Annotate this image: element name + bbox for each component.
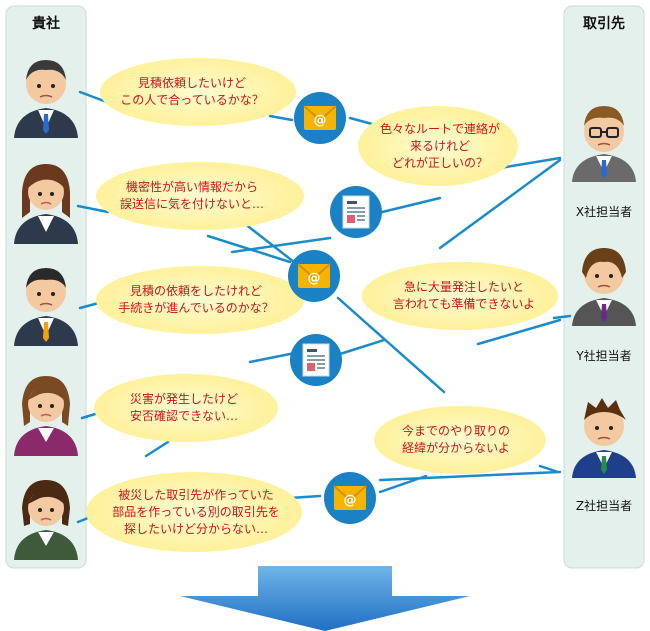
connection-line bbox=[348, 116, 374, 126]
bubble: 急に大量発注したいと 言われても準備できないよ bbox=[362, 262, 558, 330]
bubble-text: 災害が発生したけど bbox=[130, 391, 238, 406]
email-icon: @ bbox=[294, 92, 346, 144]
connection-line bbox=[76, 204, 110, 214]
email-icon: @ bbox=[288, 250, 340, 302]
bubble: 見積依頼したいけど この人で合っているかな？ bbox=[100, 58, 296, 126]
connection-line bbox=[378, 470, 562, 482]
connection-line bbox=[288, 494, 322, 500]
document-icon bbox=[330, 186, 382, 238]
bubble-text: 見積の依頼をしたけれど bbox=[130, 283, 262, 298]
bubble-text: 部品を作っている別の取引先を bbox=[112, 504, 279, 519]
bubble: 被災した取引先が作っていた 部品を作っている別の取引先を 探したいけど分からない… bbox=[86, 472, 302, 552]
bubble-text: 急に大量発注したいと bbox=[404, 279, 524, 294]
bubbles: 見積依頼したいけど この人で合っているかな？ 機密性が高い情報だから 誤送信に気… bbox=[86, 58, 558, 552]
bubble: 見積の依頼をしたけれど 手続きが進んでいるのかな？ bbox=[96, 266, 304, 334]
person-avatar bbox=[14, 164, 78, 244]
bubble: 今までのやり取りの 経緯が分からないよ bbox=[374, 406, 546, 474]
client-label-y: Y社担当者 bbox=[575, 348, 631, 363]
bubble-text: 言われても準備できないよ bbox=[393, 296, 535, 311]
connection-line bbox=[268, 114, 294, 122]
bubble-text: 経緯が分からないよ bbox=[402, 440, 510, 455]
person-avatar bbox=[14, 268, 78, 346]
connection-line bbox=[230, 236, 332, 254]
left-panel-title: 貴社 bbox=[32, 15, 60, 32]
bubble-text: 色々なルートで連絡が bbox=[380, 121, 500, 136]
connection-line bbox=[476, 318, 562, 346]
email-icon: @ bbox=[324, 472, 376, 524]
person-avatar bbox=[572, 248, 636, 326]
client-label-z: Z社担当者 bbox=[576, 498, 632, 513]
bubble-text: 安否確認できない… bbox=[130, 408, 238, 423]
person-avatar bbox=[572, 398, 636, 478]
svg-text:@: @ bbox=[344, 493, 357, 508]
bubble-text: 機密性が高い情報だから bbox=[126, 179, 258, 194]
connection-line bbox=[498, 156, 562, 170]
bubble-text: 被災した取引先が作っていた bbox=[118, 487, 273, 502]
bubble-text: 誤送信に気を付けないと… bbox=[120, 196, 264, 211]
bubble-text: どれが正しいの？ bbox=[392, 155, 488, 170]
document-icon bbox=[290, 334, 342, 386]
connection-line bbox=[372, 196, 442, 216]
bubble: 機密性が高い情報だから 誤送信に気を付けないと… bbox=[96, 162, 304, 230]
right-panel-title: 取引先 bbox=[583, 15, 625, 32]
svg-text:@: @ bbox=[308, 271, 321, 286]
client-label-x: X社担当者 bbox=[576, 204, 632, 219]
connection-line bbox=[336, 296, 446, 394]
bubble: 災害が発生したけど 安否確認できない… bbox=[94, 374, 278, 442]
bubble-text: 来るけれど bbox=[410, 139, 470, 153]
bubble-text: 見積依頼したいけど bbox=[138, 75, 246, 90]
connection-line bbox=[552, 314, 572, 320]
person-avatar bbox=[14, 60, 78, 138]
person-avatar bbox=[572, 106, 636, 182]
connection-line bbox=[338, 338, 386, 356]
svg-text:@: @ bbox=[314, 113, 327, 128]
person-avatar bbox=[14, 480, 78, 560]
bubble-text: この人で合っているかな？ bbox=[120, 92, 263, 107]
down-arrow bbox=[180, 566, 470, 631]
bubble: 色々なルートで連絡が 来るけれど どれが正しいの？ bbox=[358, 106, 518, 186]
bubble-text: 今までのやり取りの bbox=[402, 423, 510, 438]
bubble-text: 探したいけど分からない… bbox=[124, 522, 268, 536]
connection-line bbox=[438, 158, 562, 250]
connection-line bbox=[238, 218, 296, 264]
connection-line bbox=[144, 440, 170, 458]
person-avatar bbox=[14, 376, 78, 456]
bubble-text: 手続きが進んでいるのかな？ bbox=[118, 300, 273, 315]
